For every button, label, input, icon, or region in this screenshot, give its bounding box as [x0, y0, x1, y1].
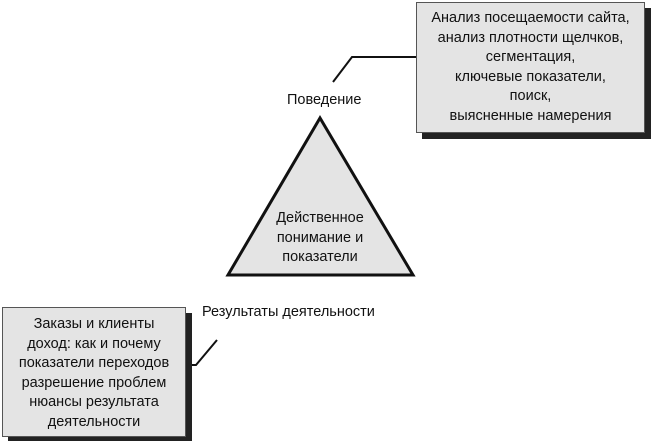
center-line: показатели: [282, 249, 358, 265]
behavior-label: Поведение: [287, 92, 362, 108]
behavior-line: сегментация,: [485, 49, 576, 65]
outcomes-line: показатели переходов: [18, 355, 170, 371]
center-line: Действенное: [276, 210, 364, 226]
behavior-line: поиск,: [509, 88, 552, 104]
outcomes-line: разрешение проблем: [21, 374, 167, 391]
outcomes-label: Результаты деятельности: [202, 304, 375, 320]
outcomes-box: Заказы и клиенты доход: как и почему пок…: [2, 307, 186, 437]
outcomes-line: Заказы и клиенты: [33, 316, 155, 332]
triangle-text: Действенное понимание и показатели: [250, 209, 390, 268]
behavior-box: Анализ посещаемости сайта, анализ плотно…: [416, 2, 645, 133]
insight-triangle: [225, 115, 416, 277]
outcomes-line: деятельности: [47, 413, 141, 430]
behavior-line: Анализ посещаемости сайта,: [431, 10, 630, 26]
behavior-line: выясненные намерения: [449, 107, 612, 124]
outcomes-line: доход: как и почему: [27, 335, 161, 352]
behavior-connector: [332, 56, 416, 83]
outcomes-line: нюансы результата: [29, 394, 159, 410]
behavior-line: анализ плотности щелчков,: [437, 29, 624, 46]
center-line: понимание и: [276, 229, 364, 246]
behavior-line: ключевые показатели,: [455, 68, 606, 85]
outcomes-connector: [186, 339, 218, 366]
